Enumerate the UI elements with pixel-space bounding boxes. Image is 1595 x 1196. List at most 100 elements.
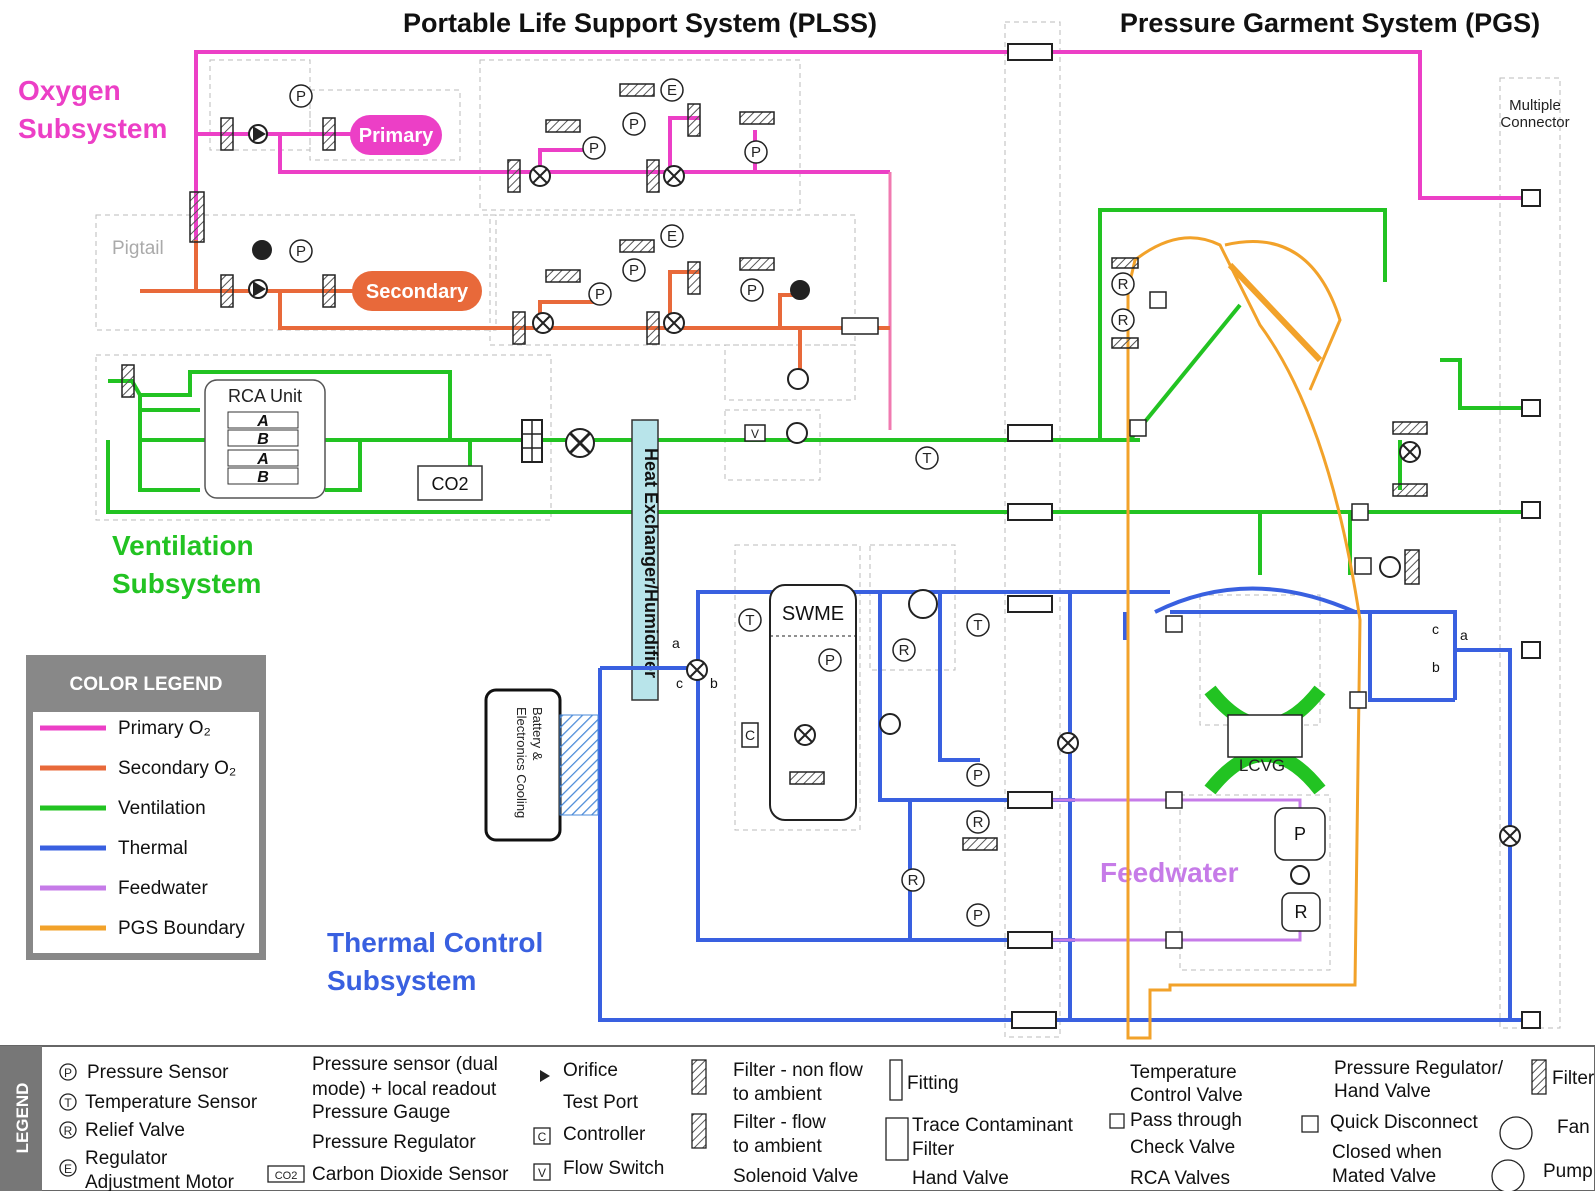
svg-text:A: A [256,413,269,430]
svg-text:b: b [710,675,718,691]
legend-title: LEGEND [13,1083,32,1154]
svg-text:B: B [257,469,269,486]
check-valves [248,124,1401,885]
thermal-lines [598,590,1525,1022]
svg-text:Pressure Sensor: Pressure Sensor [87,1062,229,1083]
pigtail-label: Pigtail [112,238,164,259]
svg-text:R: R [908,872,919,889]
flow-switch [744,424,766,442]
svg-text:RCA Valves: RCA Valves [1130,1168,1230,1189]
svg-text:Filter - non flow: Filter - non flow [733,1060,863,1081]
fan-icon [565,428,595,458]
battery-label-line2: Electronics Cooling [514,707,529,818]
svg-text:to ambient: to ambient [733,1084,822,1105]
color-legend-label: Ventilation [118,798,206,819]
svg-text:R: R [1295,902,1308,922]
svg-text:Fan: Fan [1557,1117,1590,1138]
thermal-label-line1: Thermal Control [327,927,543,958]
svg-text:T: T [64,1096,72,1110]
svg-text:P: P [629,262,639,279]
svg-text:Filter: Filter [1552,1068,1595,1089]
lcvg-manifold [1227,714,1303,758]
svg-text:Hand Valve: Hand Valve [912,1168,1009,1189]
svg-text:P: P [825,652,835,669]
primary-tank [350,115,442,155]
svg-text:R: R [64,1124,73,1138]
thermal-arch [1154,586,1356,614]
svg-text:Pump: Pump [1543,1161,1593,1182]
svg-text:P: P [747,282,757,299]
color-legend-title: COLOR LEGEND [69,674,222,695]
pump-icon [908,589,938,619]
color-legend: COLOR LEGEND Primary O₂ Secondary O₂ Venti… [26,655,266,960]
svg-text:B: B [257,431,269,448]
svg-text:A: A [256,451,269,468]
svg-text:Pressure Gauge: Pressure Gauge [312,1102,450,1123]
svg-text:a: a [1460,627,1468,643]
primary-tank-label: Primary [359,125,434,147]
svg-text:P: P [589,140,599,157]
co2-sensor [417,465,483,501]
svg-text:V: V [751,427,759,441]
feedwater-tank-p [1274,807,1326,861]
svg-text:to ambient: to ambient [733,1136,822,1157]
svg-text:Trace Contaminant: Trace Contaminant [912,1115,1074,1136]
svg-text:Pressure Regulator: Pressure Regulator [312,1132,476,1153]
svg-text:Relief Valve: Relief Valve [85,1120,185,1141]
svg-text:R: R [899,642,910,659]
oxygen-label-line2: Subsystem [18,113,167,144]
svg-text:Adjustment Motor: Adjustment Motor [85,1172,235,1191]
svg-text:Closed when: Closed when [1332,1142,1442,1163]
color-legend-label: Feedwater [118,878,208,899]
color-legend-label: Secondary O₂ [118,758,236,779]
svg-text:C: C [745,727,755,743]
orifice-box [841,317,879,335]
sensor-circles: P P P E P P P P E P T T P T R P R R P R … [289,78,1135,927]
swme-label: SWME [782,603,844,625]
rca-beds: A B A B [227,411,299,486]
ventilation-label-line2: Subsystem [112,568,261,599]
color-legend-label: PGS Boundary [118,918,245,939]
svg-text:P: P [595,286,605,303]
color-legend-label: Primary O₂ [118,718,211,739]
multiple-connector-disconnects [1521,189,1541,1029]
svg-text:Carbon Dioxide Sensor: Carbon Dioxide Sensor [312,1164,509,1185]
helmet-bubble [1224,240,1342,391]
helmet-visor [1227,262,1323,363]
svg-text:Controller: Controller [563,1124,646,1145]
pass-through-disconnects [1007,43,1057,1029]
lcvg-label: LCVG [1239,756,1285,775]
svg-text:V: V [538,1166,546,1180]
color-legend-label: Thermal [118,838,188,859]
svg-text:P: P [64,1066,72,1080]
svg-text:E: E [64,1162,72,1176]
battery-cold-plate [559,714,599,816]
heat-exchanger [631,419,659,701]
svg-text:Solenoid Valve: Solenoid Valve [733,1166,858,1187]
svg-text:P: P [751,144,761,161]
filters [121,83,1428,851]
oxygen-label-line1: Oxygen [18,75,121,106]
svg-text:Temperature Sensor: Temperature Sensor [85,1092,258,1113]
svg-text:Check Valve: Check Valve [1130,1137,1235,1158]
svg-text:R: R [1118,312,1129,329]
svg-text:P: P [973,907,983,924]
pgs-title: Pressure Garment System (PGS) [1120,8,1540,38]
pgs-boundary-outline [1126,236,1362,1040]
rca-unit-label: RCA Unit [228,386,302,406]
multiple-connector-label-line1: Multiple [1509,97,1561,114]
svg-text:P: P [973,767,983,784]
svg-text:CO2: CO2 [275,1170,298,1182]
svg-text:Temperature: Temperature [1130,1062,1237,1083]
svg-text:Hand Valve: Hand Valve [1334,1081,1431,1102]
svg-text:T: T [745,612,754,629]
svg-text:mode) + local readout: mode) + local readout [312,1079,497,1100]
svg-text:R: R [1118,276,1129,293]
swme-unit [769,584,857,821]
svg-text:c: c [676,675,683,691]
svg-text:P: P [296,88,306,105]
feedwater-tank-r [1281,892,1321,932]
svg-text:P: P [629,116,639,133]
